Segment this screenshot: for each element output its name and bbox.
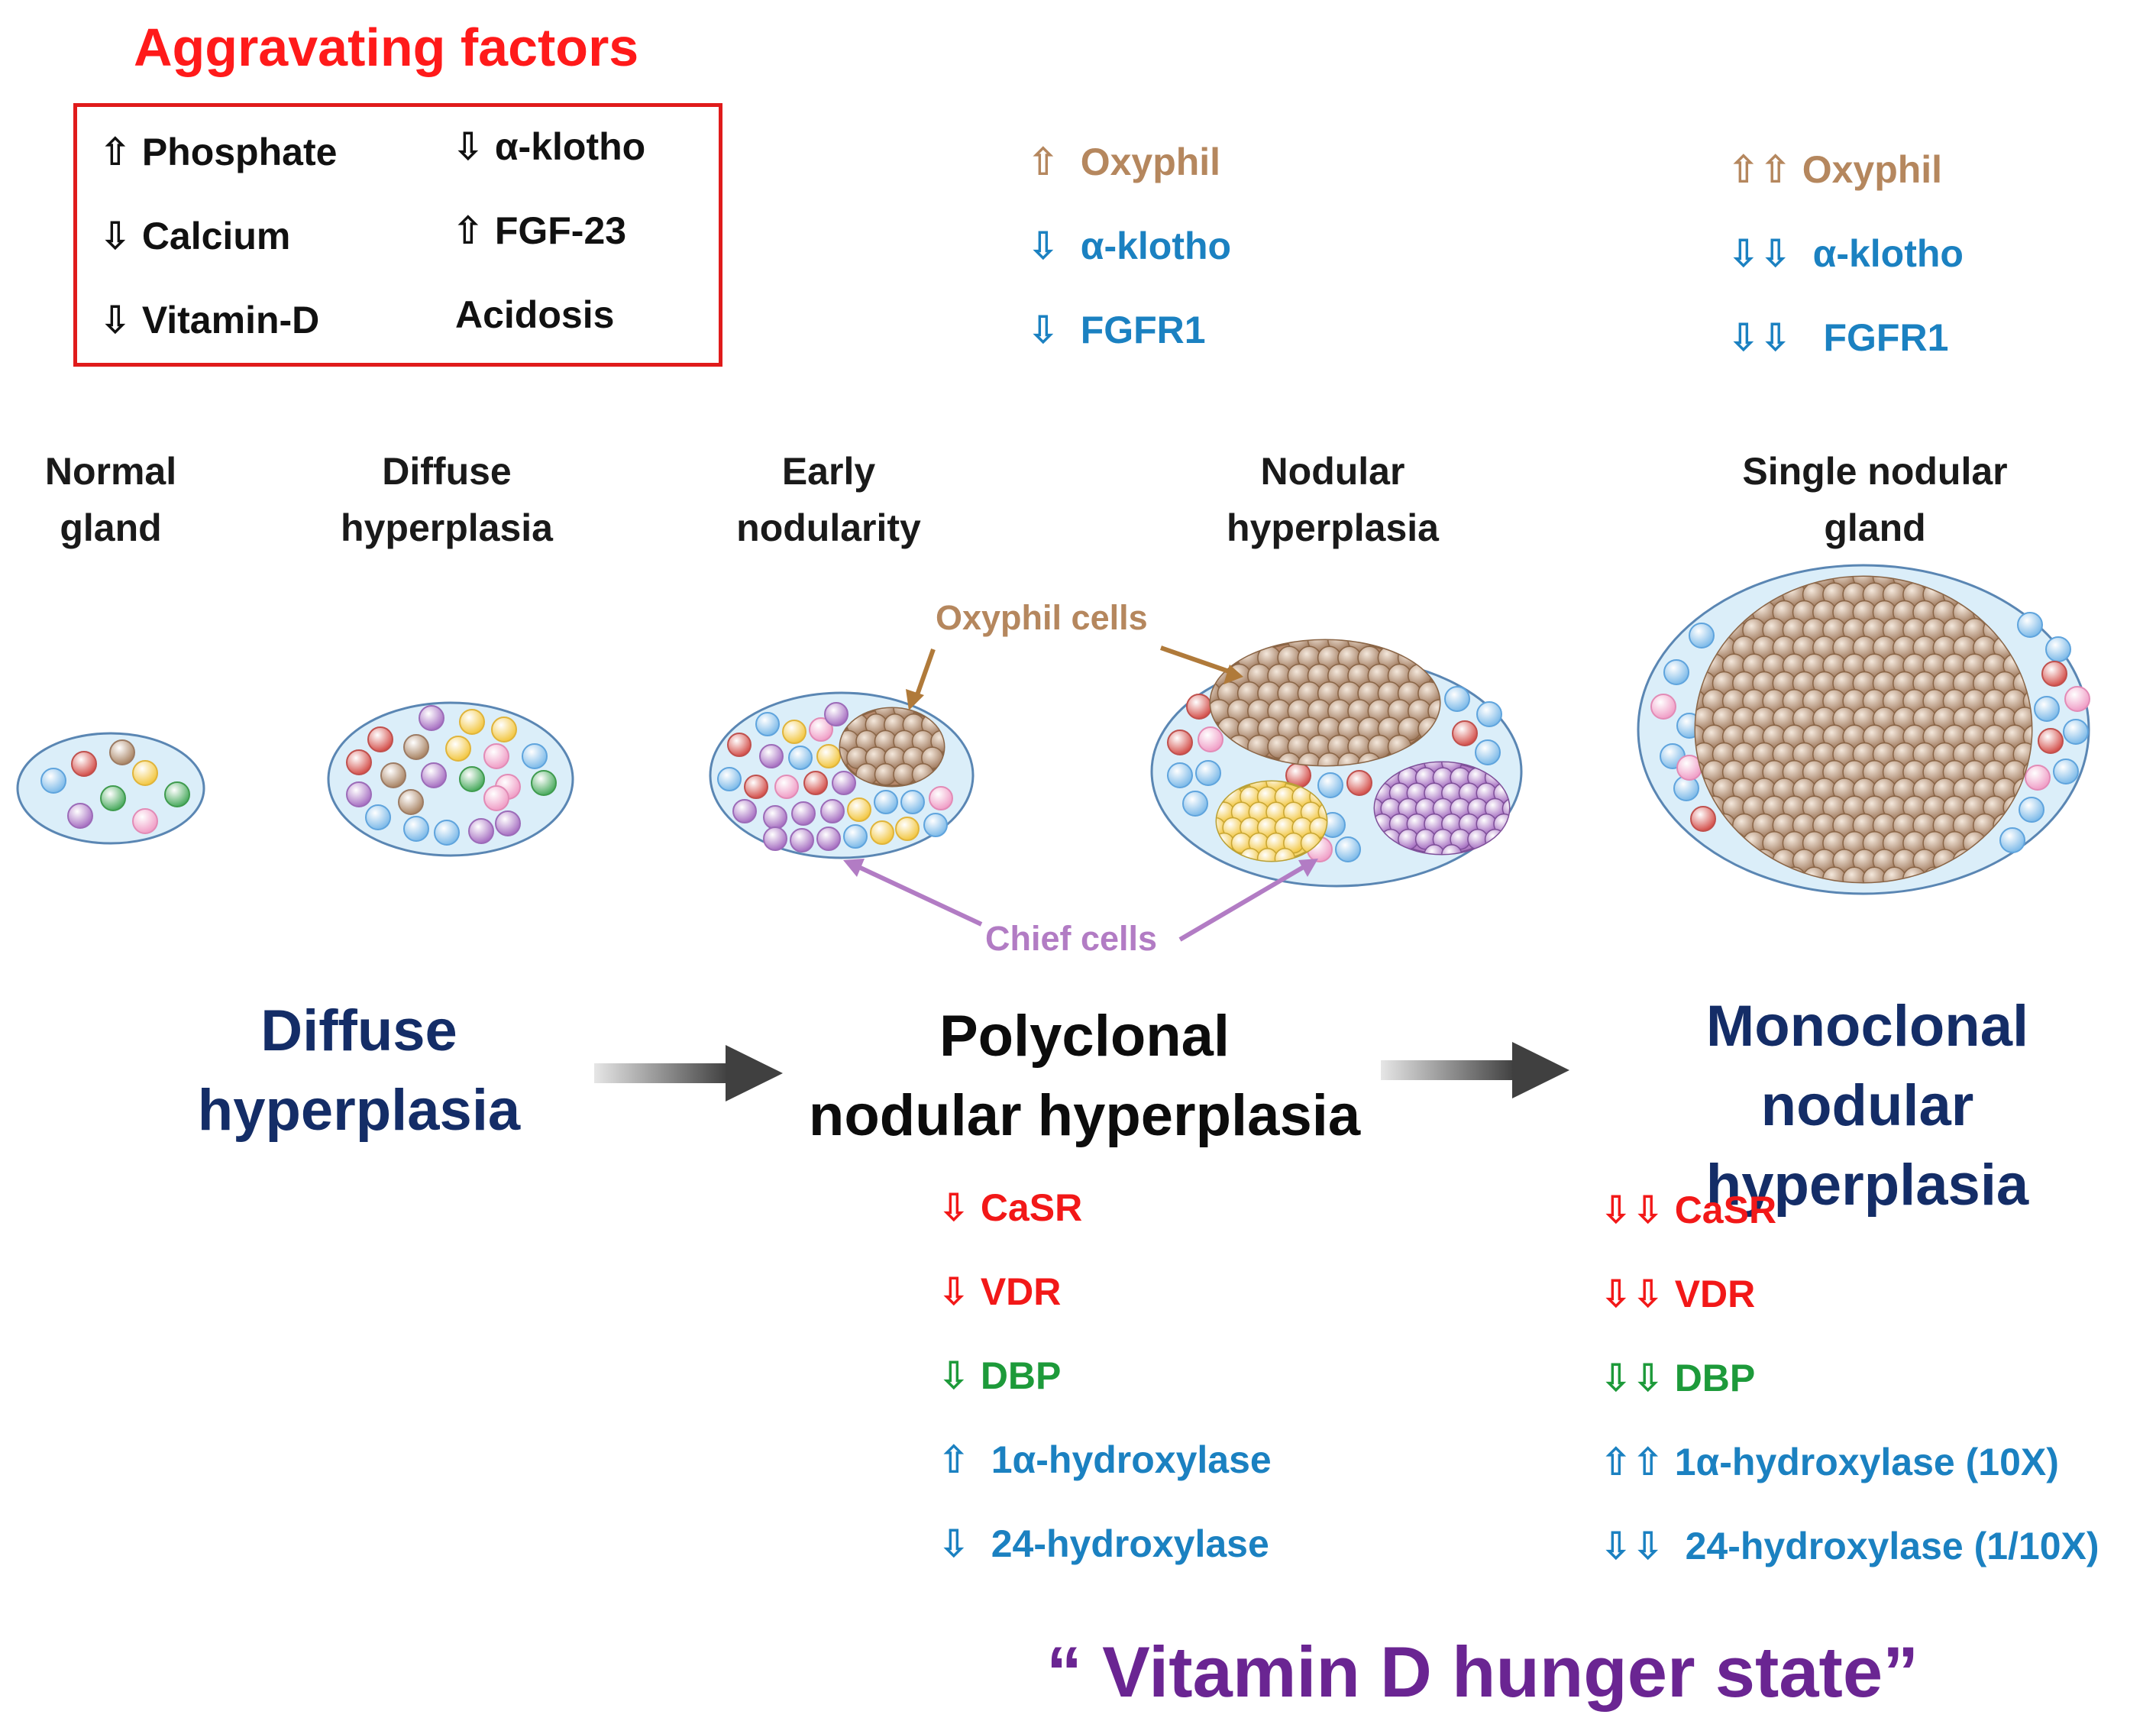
up-arrow-icon: ⇧ [452,209,484,252]
down-arrow-icon: ⇩ [938,1522,970,1565]
cell [1501,797,1509,820]
poly-1a-hydroxylase: ⇧ 1α-hydroxylase [938,1438,1272,1481]
marker-right-klotho: ⇩⇩ α-klotho [1728,232,1964,275]
down-arrow-icon: ⇩ [938,1354,970,1397]
poly-24-hydroxylase: ⇩ 24-hydroxylase [938,1522,1269,1565]
marker-right-oxyphil: ⇧⇧ Oxyphil [1728,148,1943,191]
double-down-arrow-icon: ⇩⇩ [1600,1273,1664,1315]
chief-callout-arrows [843,859,1318,942]
poly-vdr: ⇩ VDR [938,1270,1062,1313]
aggravating-factors-title: Aggravating factors [134,18,639,77]
down-arrow-icon: ⇩ [938,1186,970,1229]
marker-right-fgfr1: ⇩⇩ FGFR1 [1728,316,1949,359]
oxyphil-callout-arrows [906,645,1243,710]
double-up-arrow-icon: ⇧⇧ [1600,1441,1664,1483]
chief-cells-label: Chief cells [985,919,1158,958]
mono-vdr: ⇩⇩ VDR [1600,1273,1756,1315]
cell [1441,844,1463,854]
down-arrow-icon: ⇩ [1027,309,1059,351]
factor-fgf23: ⇧ FGF-23 [452,209,627,252]
single-nodular-gland [1637,564,2090,895]
marker-mid-oxyphil: ⇧ Oxyphil [1027,141,1221,183]
up-arrow-icon: ⇧ [99,131,131,173]
down-arrow-icon: ⇩ [99,299,131,341]
vitamin-d-hunger-state: “ Vitamin D hunger state” [1046,1632,1919,1712]
double-down-arrow-icon: ⇩⇩ [1600,1357,1664,1399]
diffuse-gland [327,701,574,857]
mono-casr: ⇩⇩ CaSR [1600,1189,1777,1231]
nodular-gland [1150,639,1523,888]
double-down-arrow-icon: ⇩⇩ [1600,1525,1664,1567]
down-arrow-icon: ⇩ [452,125,484,168]
poly-dbp: ⇩ DBP [938,1354,1062,1397]
down-arrow-icon: ⇩ [99,215,131,257]
factor-acidosis: Acidosis [455,293,615,336]
double-down-arrow-icon: ⇩⇩ [1600,1189,1664,1231]
progression-arrow-2 [1381,1042,1569,1098]
marker-mid-klotho: ⇩ α-klotho [1027,225,1232,267]
mono-24-hydroxylase: ⇩⇩ 24-hydroxylase (1/10X) [1600,1525,2099,1567]
early-nodularity-gland [709,691,975,859]
cell [1484,829,1506,850]
cell [2022,724,2032,749]
poly-casr: ⇩ CaSR [938,1186,1083,1229]
factor-vitamin-d: ⇩ Vitamin-D [99,299,320,341]
factor-phosphate: ⇧ Phosphate [99,131,338,173]
cell [1427,699,1440,723]
normal-gland [16,732,205,845]
down-arrow-icon: ⇩ [1027,225,1059,267]
down-arrow-icon: ⇩ [938,1270,970,1313]
marker-mid-fgfr1: ⇩ FGFR1 [1027,309,1206,351]
oxyphil-cells-label: Oxyphil cells [936,598,1148,637]
up-arrow-icon: ⇧ [1027,141,1059,183]
up-arrow-icon: ⇧ [938,1438,970,1481]
double-up-arrow-icon: ⇧⇧ [1728,148,1792,191]
double-down-arrow-icon: ⇩⇩ [1728,316,1792,359]
factor-calcium: ⇩ Calcium [99,215,291,257]
mono-dbp: ⇩⇩ DBP [1600,1357,1756,1399]
double-down-arrow-icon: ⇩⇩ [1728,232,1792,275]
mono-1a-hydroxylase: ⇧⇧ 1α-hydroxylase (10X) [1600,1441,2059,1483]
cell [1424,844,1445,854]
progression-arrow-1 [594,1045,783,1102]
aggravating-factors-box [73,103,722,367]
factor-alpha-klotho: ⇩ α-klotho [452,125,646,168]
